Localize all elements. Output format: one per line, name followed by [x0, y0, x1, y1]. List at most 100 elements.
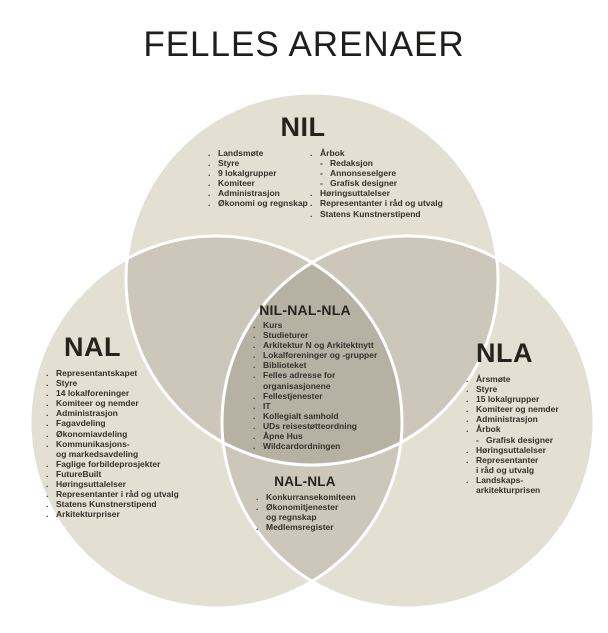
list-item: .Studieturer [253, 330, 377, 340]
list-item-text: Styre [56, 378, 78, 389]
bullet-marker: . [46, 398, 49, 409]
list-item: . Administrasjon [466, 414, 601, 424]
bullet-marker: . [46, 479, 49, 490]
bullet-marker: . [46, 468, 49, 479]
bullet-marker: . [310, 198, 313, 209]
bullet-marker: . [253, 340, 256, 351]
list-item: .Faglige forbildeprosjekter [46, 459, 179, 469]
list-item: .Kurs [253, 320, 377, 330]
list-item: .Representanter i råd og utvalg [46, 489, 179, 499]
list-item: .Wildcardordningen [253, 441, 377, 451]
list-item: .Administrasjon [46, 408, 179, 418]
list-item-text: Årbok [476, 424, 501, 435]
bullet-marker: . [46, 428, 49, 439]
list-item: . Kommunikasjons- [46, 439, 179, 449]
nal-nla-heading: NAL-NLA [274, 474, 336, 489]
bullet-marker: . [253, 350, 256, 361]
list-item-text: Landsmøte [218, 148, 264, 158]
bullet-marker: - [320, 158, 323, 169]
bullet-marker: . [46, 509, 49, 520]
nil-nal-nla-overlap [222, 236, 402, 465]
list-item: .Felles adresse for [253, 370, 377, 380]
bullet-marker: . [253, 431, 256, 442]
list-item: .Medlemsregister [256, 522, 356, 532]
list-item-text: Lokalforeninger og -grupper [263, 350, 378, 361]
bullet-marker: . [466, 414, 469, 425]
bullet-marker: . [253, 420, 256, 431]
list-item-text: Høringsuttalelser [320, 188, 390, 199]
bullet-marker: . [310, 208, 313, 219]
nal-circle-rim [28, 234, 404, 610]
bullet-marker: . [310, 148, 313, 158]
list-item: .9 lokalgrupper [208, 168, 302, 178]
list-item-text: Økonomitjenester [266, 502, 339, 513]
nal-list: .Representantskapet.Styre.14 lokalforeni… [46, 368, 179, 519]
bullet-marker: . [208, 198, 211, 209]
list-item: .Økonomitjenester [256, 502, 356, 512]
bullet-marker: . [46, 458, 49, 469]
list-item-text: Representanter i råd og utvalg [320, 198, 443, 209]
list-item-text: Høringsuttalelser [56, 479, 126, 490]
bullet-marker: . [208, 178, 211, 189]
bullet-marker: . [466, 374, 469, 384]
bullet-marker: . [208, 168, 211, 179]
page-title: FELLES ARENAER [143, 25, 465, 64]
list-item-text: Styre [476, 384, 498, 395]
list-item: . Høringsuttalelser [46, 479, 179, 489]
list-item: .Styre [208, 158, 302, 168]
list-item-text: Høringsuttalelser [476, 444, 546, 455]
list-item-text: Representanter [476, 454, 539, 465]
list-item-text: FutureBuilt [56, 468, 102, 479]
list-item-text: Kommunikasjons- [56, 438, 130, 449]
sub-list-item: -Grafisk designer [476, 435, 601, 445]
list-item-text: 15 lokalgrupper [476, 394, 540, 405]
list-item-text: Annonseselgere [330, 168, 397, 179]
nil-heading: NIL [280, 112, 326, 142]
bullet-marker: . [253, 390, 256, 401]
list-item-text: Biblioteket [263, 360, 307, 371]
bullet-marker: . [208, 158, 211, 169]
list-item-text: Åpne Hus [263, 431, 303, 442]
list-item: .Statens Kunstnerstipend [46, 499, 179, 509]
list-item: .Årbok [310, 148, 443, 158]
list-item: .Kollegialt samhold [253, 411, 377, 421]
list-item: . Årbok [466, 424, 601, 434]
list-item: . Statens Kunstnerstipend [310, 209, 443, 219]
list-item-text: Fagavdeling [56, 418, 106, 429]
bullet-marker: . [466, 384, 469, 395]
list-item: .Høringsuttalelser [466, 445, 601, 455]
list-item-text: UDs reisestøtteordning [263, 420, 357, 431]
nla-heading: NLA [476, 338, 533, 368]
bullet-marker: . [466, 424, 469, 435]
nla-circle-rim [220, 234, 596, 610]
list-item: .Representantskapet [46, 368, 179, 378]
bullet-marker: . [466, 404, 469, 415]
list-item: .Styre [46, 378, 179, 388]
list-item-text: Landskaps- [476, 474, 524, 485]
bullet-marker: . [253, 360, 256, 371]
list-item-text: Kurs [263, 320, 283, 330]
bullet-marker: - [476, 434, 479, 445]
list-item-text: Medlemsregister [266, 522, 334, 533]
bullet-marker: . [466, 394, 469, 405]
list-item-text: i råd og utvalg [476, 464, 535, 475]
list-item: . Lokalforeninger og -grupper [253, 350, 377, 360]
list-item: .Økonomi og regnskap [208, 198, 308, 209]
list-item: .Fagavdeling [46, 418, 179, 428]
list-item-text: Administrasjon [218, 188, 280, 199]
list-item: . Representanter i råd og utvalg [310, 198, 443, 208]
bullet-marker: . [253, 441, 256, 452]
list-item: .Komiteer og nemder [466, 404, 601, 414]
list-item: . UDs reisestøtteordning [253, 421, 377, 431]
list-item-text: Økonomiavdeling [56, 428, 128, 439]
sub-list-item: -Redaksjon [320, 158, 443, 168]
list-item-text: Statens Kunstnerstipend [320, 208, 421, 219]
list-item-text: Konkurransekomiteen [266, 492, 356, 502]
list-item-text: Administrasjon [476, 414, 538, 425]
bullet-marker: . [46, 438, 49, 449]
list-item: . FutureBuilt [46, 469, 179, 479]
list-item: . 15 lokalgrupper [466, 394, 601, 404]
